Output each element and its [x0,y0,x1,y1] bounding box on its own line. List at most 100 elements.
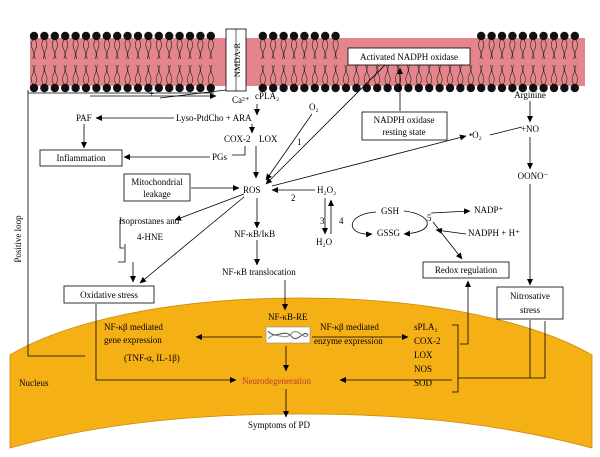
activated-nadph-oxidase-label: Activated NADPH oxidase [360,52,458,62]
bracket-enzymes [452,324,459,393]
redox-regulation-box [422,261,510,279]
line-o2radical-no [489,126,523,136]
lipid-tail [124,64,128,85]
lipid-head [539,83,548,93]
lipid-head [279,83,288,93]
lipid-head [393,83,403,93]
lipid-tail [197,39,201,60]
arrow-oxidative-neurodegeneration [95,304,237,383]
lipid-tail [488,39,492,60]
lipid-tail [200,39,204,60]
lipid-tail [519,39,523,60]
lipid-tail [54,64,58,85]
o2-label: O₂ [309,102,319,112]
positive-loop-label: Positive loop [13,215,23,263]
lipid-head [71,31,80,41]
lipid-tail [301,64,305,85]
lipid-tail [270,64,274,85]
inflammation-box [39,149,123,167]
lipid-head [331,83,340,93]
lipid-tail [426,64,430,85]
arrow-o2-ros [265,113,313,181]
lipid-tail [96,39,100,60]
nadph-h-label: NADPH + H⁺ [468,228,520,238]
lipid-head [154,31,163,41]
lipid-tail [291,39,295,60]
lipid-tail [135,64,139,85]
lipid-tail [155,64,159,85]
lipid-tail [83,39,87,60]
step-2-label: 2 [291,193,296,203]
lipid-tail [540,64,544,85]
lipid-tail [551,64,555,85]
lipid-tail [124,39,128,60]
lipid-tail [41,64,45,85]
lipid-tail [187,64,191,85]
lipid-tail [114,64,118,85]
lipid-tail [499,39,503,60]
bracket-isoprostanes [119,219,124,249]
lipid-tail [457,64,461,85]
lipid-tail [499,64,503,85]
lipid-head [425,83,434,93]
lipid-head [81,83,91,93]
lipid-head [508,31,517,41]
arrow-ros-o2radical [271,134,467,187]
lipid-tail [304,39,308,60]
cox2-enzyme-label: COX-2 [414,336,441,346]
lipid-head [165,83,174,93]
activated-nadph-oxidase-box [347,47,471,66]
lipid-head [477,31,486,41]
o2-radical-label: •O₂ [469,130,482,140]
lipid-tail [543,39,547,60]
inflammation-label: Inflammation [57,153,106,163]
lipid-head [456,83,465,93]
lipid-head [518,83,527,93]
lipid-head [113,31,122,41]
lipid-tail [179,64,183,85]
lipid-head [279,31,288,41]
lipid-tail [155,39,159,60]
lipid-tail [148,39,152,60]
lipid-tail [262,39,266,60]
lipid-head [529,83,538,93]
lipid-head [383,83,392,93]
mito-label-1: Mitochondrial [131,177,183,187]
step-3-label: 3 [320,216,325,226]
redox-regulation-label: Redox regulation [435,265,498,275]
arrow-nadph-ros [265,64,386,185]
lipid-head [321,31,330,41]
lipid-head [269,83,278,93]
lipid-tail [51,39,55,60]
gene-expression-label-2: gene expression [104,335,162,345]
lipid-tail [467,64,471,85]
lipid-tail [145,39,149,60]
lipid-bilayer [29,31,579,93]
lipid-tail [189,64,193,85]
enzyme-expression-label-2: enzyme expression [314,336,383,346]
lipid-head [185,31,195,41]
h2o-label: H₂O [316,237,333,247]
lipid-head [508,83,517,93]
lipid-tail [343,64,347,85]
lipid-tail [418,64,422,85]
plus-no-label: +NO [521,124,540,134]
nitrosative-label-2: stress [520,305,540,315]
gssg-label: GSSG [377,228,401,238]
lipid-tail [85,39,89,60]
lipid-head [310,83,319,93]
lipid-tail [137,64,141,85]
lipid-tail [166,64,170,85]
lipid-tail [158,39,162,60]
lipid-tail [273,39,277,60]
arrow-5-redox [432,221,463,260]
cox2-label: COX-2 [224,134,251,144]
oxidative-stress-label: Oxidative stress [80,290,138,300]
lipid-tail [270,39,274,60]
lipid-tail [335,39,339,60]
lipid-tail [325,64,329,85]
lipid-tail [83,64,87,85]
lipid-head [404,83,413,93]
dna-helix-icon [265,326,311,344]
